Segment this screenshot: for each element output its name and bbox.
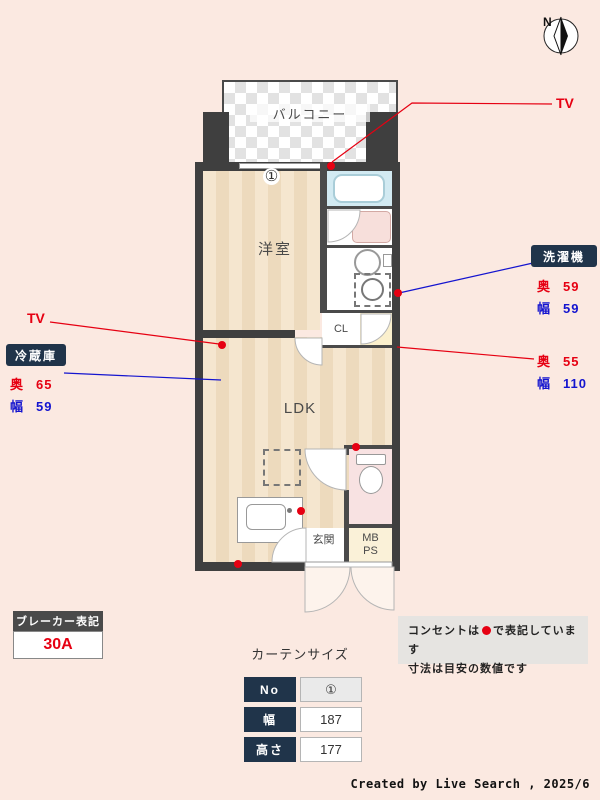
- curtain-row-height-label: 高さ: [244, 737, 296, 762]
- mbps-area: [349, 528, 392, 562]
- compass-needle-west: [553, 16, 562, 56]
- outlet-dot-icon: [482, 626, 491, 635]
- balcony-label: バルコニー: [250, 104, 370, 122]
- legend-note-line2: 寸法は目安の数値です: [408, 663, 528, 675]
- washer-depth: 奥 59: [537, 276, 579, 295]
- leader-line-washer: [398, 262, 534, 294]
- toilet-bowl: [359, 466, 383, 494]
- compass-north-label: N: [543, 15, 552, 29]
- fridge-depth-label: 奥: [10, 377, 25, 392]
- breaker-value: 30A: [13, 631, 103, 659]
- refrigerator-space: [263, 449, 301, 486]
- legend-note: コンセントはで表記しています 寸法は目安の数値です: [398, 616, 588, 675]
- balcony-wall-right: [366, 112, 398, 164]
- washer-width: 幅 59: [537, 298, 579, 317]
- fridge-title: 冷蔵庫: [6, 344, 66, 366]
- wall-toilet-left-stub: [344, 445, 349, 455]
- mb-label: MB: [362, 531, 379, 544]
- wall-western-ldk: [203, 330, 295, 338]
- bathtub: [333, 174, 385, 203]
- legend-note-line1-before: コンセントは: [408, 625, 480, 637]
- legend-note-line1-after: で表記しています: [408, 625, 577, 656]
- washbasin: [354, 249, 381, 276]
- kitchen-faucet: [287, 508, 292, 513]
- wall-bath-vanity: [327, 206, 392, 209]
- toilet-tank: [356, 454, 386, 465]
- entrance-label: 玄関: [312, 534, 335, 546]
- front-door-arc-left: [304, 566, 351, 613]
- wall-bottom: [195, 562, 305, 571]
- washer-depth-value: 59: [563, 279, 580, 294]
- wall-western-utility: [320, 162, 327, 313]
- legend-note-line1: コンセントはで表記しています: [408, 622, 578, 660]
- compass-needle-east: [561, 17, 568, 55]
- western-room-label: 洋室: [257, 240, 292, 258]
- curtain-row-no-value: ①: [300, 677, 362, 702]
- closet-width: 幅 110: [537, 373, 587, 392]
- washbasin-faucet: [383, 254, 392, 267]
- credit-text: Created by Live Search , 2025/6: [350, 777, 590, 791]
- curtain-row-height-value: 177: [300, 737, 362, 762]
- front-door-arc-right: [350, 566, 395, 611]
- balcony-wall-left: [203, 112, 229, 164]
- wall-right: [392, 162, 400, 571]
- washer-title: 洗濯機: [531, 245, 597, 267]
- fridge-width: 幅 59: [10, 396, 52, 415]
- curtain-row-width-value: 187: [300, 707, 362, 732]
- wall-vanity-washroom: [327, 245, 392, 248]
- ldk-label: LDK: [283, 399, 317, 417]
- closet-depth: 奥 55: [537, 351, 579, 370]
- wall-toilet-mbps: [349, 524, 392, 528]
- fridge-depth: 奥 65: [10, 374, 52, 393]
- curtain-row-width-label: 幅: [244, 707, 296, 732]
- closet-area: [322, 313, 360, 345]
- fridge-width-value: 59: [36, 399, 53, 414]
- leader-line-closet-dims: [396, 346, 535, 360]
- kitchen-sink: [246, 504, 286, 530]
- closet-width-label: 幅: [537, 376, 552, 391]
- leader-line-tv-left: [49, 321, 220, 345]
- wall-toilet-top: [344, 445, 392, 449]
- hall-door-area: [360, 313, 392, 345]
- closet-width-value: 110: [563, 376, 587, 391]
- ps-label: PS: [363, 544, 378, 557]
- western-room-floor: [203, 171, 320, 330]
- wall-washroom-closet: [320, 310, 399, 313]
- wall-left: [195, 162, 203, 571]
- washer-depth-label: 奥: [537, 279, 552, 294]
- tv-label-top: TV: [556, 95, 574, 111]
- curtain-row-no-label: No: [244, 677, 296, 702]
- wall-closet-bottom: [322, 345, 399, 348]
- wall-toilet-left: [344, 490, 349, 562]
- closet-label: CL: [333, 323, 349, 335]
- balcony-window: [239, 163, 322, 169]
- washer-width-label: 幅: [537, 301, 552, 316]
- washing-machine-drum: [361, 278, 384, 301]
- curtain-marker-1: ①: [263, 168, 280, 185]
- compass-icon: N: [543, 15, 579, 56]
- washer-width-value: 59: [563, 301, 580, 316]
- entrance-threshold: [304, 561, 393, 568]
- vanity-counter: [352, 211, 391, 243]
- closet-depth-label: 奥: [537, 354, 552, 369]
- tv-label-left: TV: [27, 310, 45, 326]
- curtain-table-title: カーテンサイズ: [251, 647, 349, 662]
- breaker-title: ブレーカー表記: [13, 611, 103, 631]
- entrance-area: [303, 528, 344, 562]
- fridge-width-label: 幅: [10, 399, 25, 414]
- closet-depth-value: 55: [563, 354, 580, 369]
- fridge-depth-value: 65: [36, 377, 53, 392]
- washing-machine-space: [354, 273, 391, 307]
